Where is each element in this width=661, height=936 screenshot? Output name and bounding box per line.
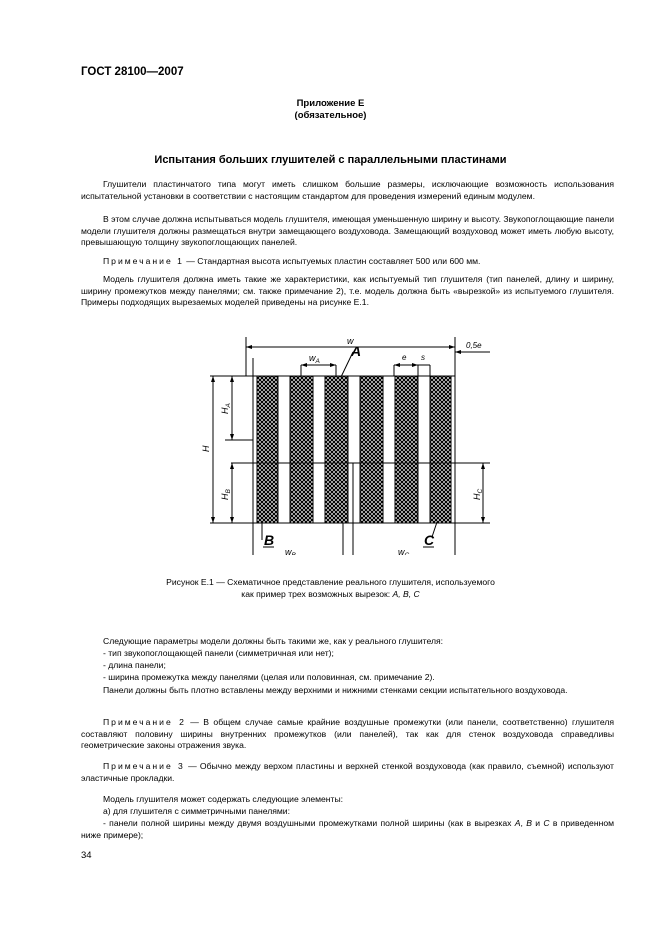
- silencer-outline: [252, 375, 456, 524]
- list-item: - ширина промежутка между панелями (цела…: [103, 672, 435, 682]
- list-item: - длина панели;: [103, 660, 166, 670]
- item-a1: - панели полной ширины между двумя возду…: [81, 818, 615, 840]
- label-half-e: 0,5e: [466, 341, 482, 350]
- annex-title: Приложение Е: [296, 98, 365, 109]
- panel: [289, 375, 314, 524]
- paragraph-4: Следующие параметры модели должны быть т…: [103, 636, 444, 646]
- label-H: H: [201, 445, 211, 452]
- label-cut-A: A: [350, 343, 361, 359]
- note-2: Примечание 2 — В общем случае самые край…: [81, 717, 614, 751]
- annex-type: (обязательное): [294, 110, 367, 121]
- panel: [429, 375, 452, 524]
- page-header: ГОСТ 28100—2007: [81, 66, 184, 78]
- section-title: Испытания больших глушителей с параллель…: [154, 154, 507, 166]
- caption-line-1: Рисунок Е.1 — Схематичное представление …: [166, 577, 495, 587]
- annex-heading: Приложение Е (обязательное): [60, 98, 601, 122]
- label-cut-C: C: [424, 532, 435, 548]
- paragraph-5: Панели должны быть плотно вставлены межд…: [103, 685, 568, 695]
- page-number: 34: [81, 850, 92, 861]
- panel: [359, 375, 384, 524]
- label-cut-B: B: [264, 532, 274, 548]
- paragraph-3: Модель глушителя должна иметь такие же х…: [81, 274, 614, 308]
- label-HC: HC: [472, 489, 484, 501]
- list-item: - тип звукопоглощающей панели (симметрич…: [103, 648, 334, 658]
- note-1-text: — Стандартная высота испытуемых пластин …: [183, 256, 481, 266]
- label-wB: wB: [285, 547, 297, 555]
- item-a: а) для глушителя с симметричными панелям…: [103, 806, 290, 816]
- figure-e1: w wA A e s 0,5e H HA HB HC B C wB wC: [201, 336, 490, 555]
- panel: [394, 375, 419, 524]
- paragraph-1: Глушители пластинчатого типа могут иметь…: [81, 179, 614, 201]
- panel: [256, 375, 279, 524]
- panel: [324, 375, 349, 524]
- note-3: Примечание 3 — Обычно между верхом пласт…: [81, 761, 614, 783]
- caption-line-2: как пример трех возможных вырезок: A, B,…: [241, 588, 420, 599]
- paragraph-2: В этом случае должна испытываться модель…: [81, 214, 614, 248]
- label-wA: wA: [309, 353, 320, 365]
- label-wC: wC: [398, 547, 410, 555]
- label-e: e: [402, 353, 407, 362]
- dimension-arrows: [211, 345, 485, 523]
- label-s: s: [421, 353, 425, 362]
- label-w: w: [347, 336, 354, 346]
- label-HB: HB: [220, 489, 232, 501]
- paragraph-6: Модель глушителя может содержать следующ…: [103, 794, 344, 804]
- figure-caption: Рисунок Е.1 — Схематичное представление …: [60, 577, 601, 600]
- note-1: Примечание 1 — Стандартная высота испыту…: [81, 256, 614, 268]
- note-1-label: Примечание 1: [103, 256, 184, 266]
- label-HA: HA: [220, 403, 232, 414]
